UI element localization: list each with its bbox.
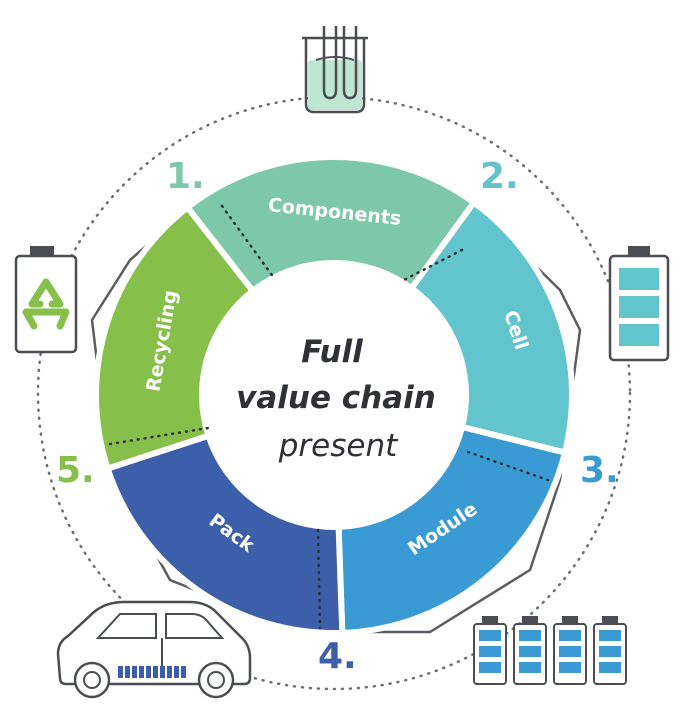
battery-cell-icon (608, 246, 670, 362)
center-subtitle: present (278, 428, 399, 464)
segment-dividers (108, 204, 550, 630)
step-number-3: 3. (580, 450, 619, 491)
module-battery (473, 616, 507, 685)
segment-recycling (93, 203, 257, 473)
segment-cell (407, 198, 575, 457)
step-number-4: 4. (318, 636, 357, 677)
segment-module (335, 423, 569, 636)
module-battery (593, 616, 627, 685)
center-title-line1: Full (301, 334, 363, 370)
battery-modules-icon (473, 616, 627, 685)
step-number-5: 5. (56, 450, 95, 491)
electrolyte-beaker-icon (302, 26, 368, 114)
segment-pack (103, 432, 346, 636)
outer-dotted-ring (36, 95, 632, 691)
electric-car-icon (56, 600, 252, 699)
recycling-battery-icon (14, 246, 78, 354)
step-number-2: 2. (480, 156, 519, 197)
center-title-line2: value chain (236, 380, 436, 416)
car-battery-cells (118, 666, 186, 678)
module-battery (513, 616, 547, 685)
module-battery (553, 616, 587, 685)
step-number-1: 1. (166, 156, 205, 197)
